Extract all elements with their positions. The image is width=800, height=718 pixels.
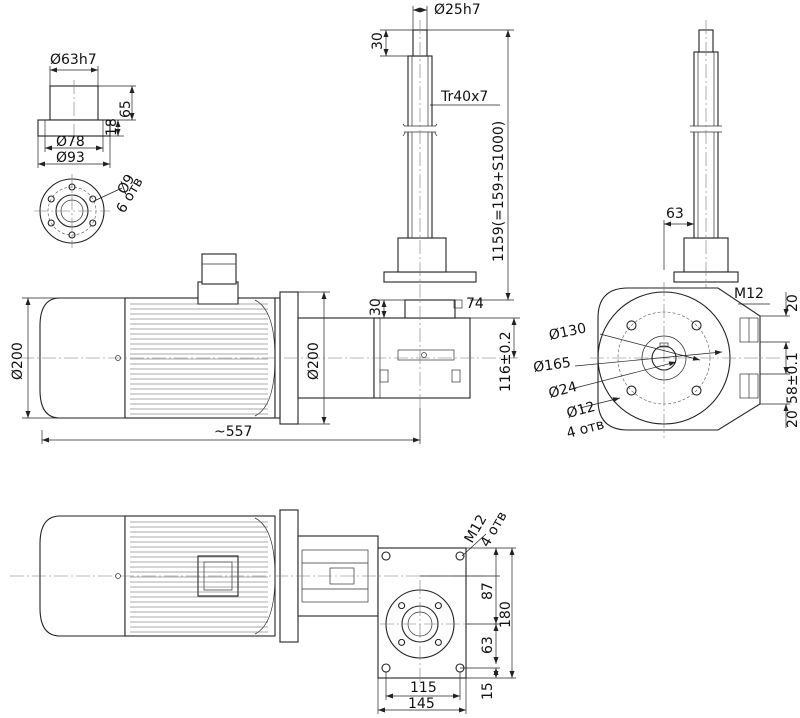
dim-flange-d200: Ø200	[306, 342, 322, 380]
dim-nut-30: 30	[368, 298, 384, 316]
dim-d165: Ø165	[532, 355, 572, 376]
dim-total-length: ~557	[214, 424, 252, 440]
motor-fins	[130, 303, 268, 415]
dim-m12-end: M12	[734, 286, 764, 302]
dim-58: 58±0.1	[785, 352, 800, 404]
end-view-hole	[691, 320, 702, 331]
dim-63-top: 63	[480, 636, 496, 654]
flange-hole	[68, 183, 76, 191]
dim-axis-116: 116±0.2	[498, 331, 514, 392]
flange-detail-view	[37, 66, 136, 168]
top-flange-hole	[398, 602, 406, 610]
end-view-hole	[691, 385, 702, 396]
flange-hole	[47, 219, 55, 227]
dim-shaft-30: 30	[370, 32, 386, 50]
dim-20-bottom: 20	[785, 410, 800, 428]
dim-d63h7: Ø63h7	[50, 52, 97, 68]
dim-stroke-1159: 1159(=159+S1000)	[491, 121, 507, 262]
flange-front-view	[34, 174, 110, 248]
flange-hole	[68, 231, 76, 239]
flange-holes	[47, 183, 97, 239]
flange-hole	[89, 219, 97, 227]
dim-115: 115	[410, 680, 437, 696]
dim-d130: Ø130	[548, 320, 588, 343]
top-flange-hole	[434, 602, 442, 610]
flange-hole	[47, 195, 55, 203]
motor-side-view	[20, 20, 520, 425]
top-flange-hole	[434, 638, 442, 646]
dim-63-end: 63	[666, 206, 684, 222]
end-view	[590, 20, 780, 438]
dim-d12: Ø12	[565, 399, 597, 422]
dim-motor-d200: Ø200	[10, 342, 26, 380]
dim-87: 87	[480, 582, 496, 600]
end-view-hole	[626, 320, 637, 331]
top-view-flange-holes	[398, 602, 442, 646]
end-view-holes	[626, 320, 702, 396]
dim-65: 65	[118, 100, 134, 118]
dim-nut-74: 74	[466, 296, 484, 312]
side-view-dimensions	[22, 6, 520, 444]
top-view-dimensions	[377, 533, 516, 714]
top-view-fins	[130, 521, 268, 633]
dim-d24: Ø24	[547, 379, 579, 402]
end-view-dimensions	[574, 220, 790, 428]
dim-180: 180	[498, 601, 514, 628]
end-view-hole	[626, 385, 637, 396]
dim-20-top: 20	[785, 294, 800, 312]
dim-d93: Ø93	[56, 150, 85, 166]
dim-thread-tr40x7: Tr40x7	[440, 89, 488, 105]
dim-d78: Ø78	[56, 134, 85, 150]
dim-145: 145	[408, 696, 435, 712]
top-view	[10, 509, 490, 690]
dim-shaft-d25h7: Ø25h7	[434, 2, 481, 18]
flange-hole	[89, 195, 97, 203]
dim-18: 18	[104, 118, 120, 136]
top-flange-hole	[398, 638, 406, 646]
dim-15: 15	[480, 682, 496, 700]
